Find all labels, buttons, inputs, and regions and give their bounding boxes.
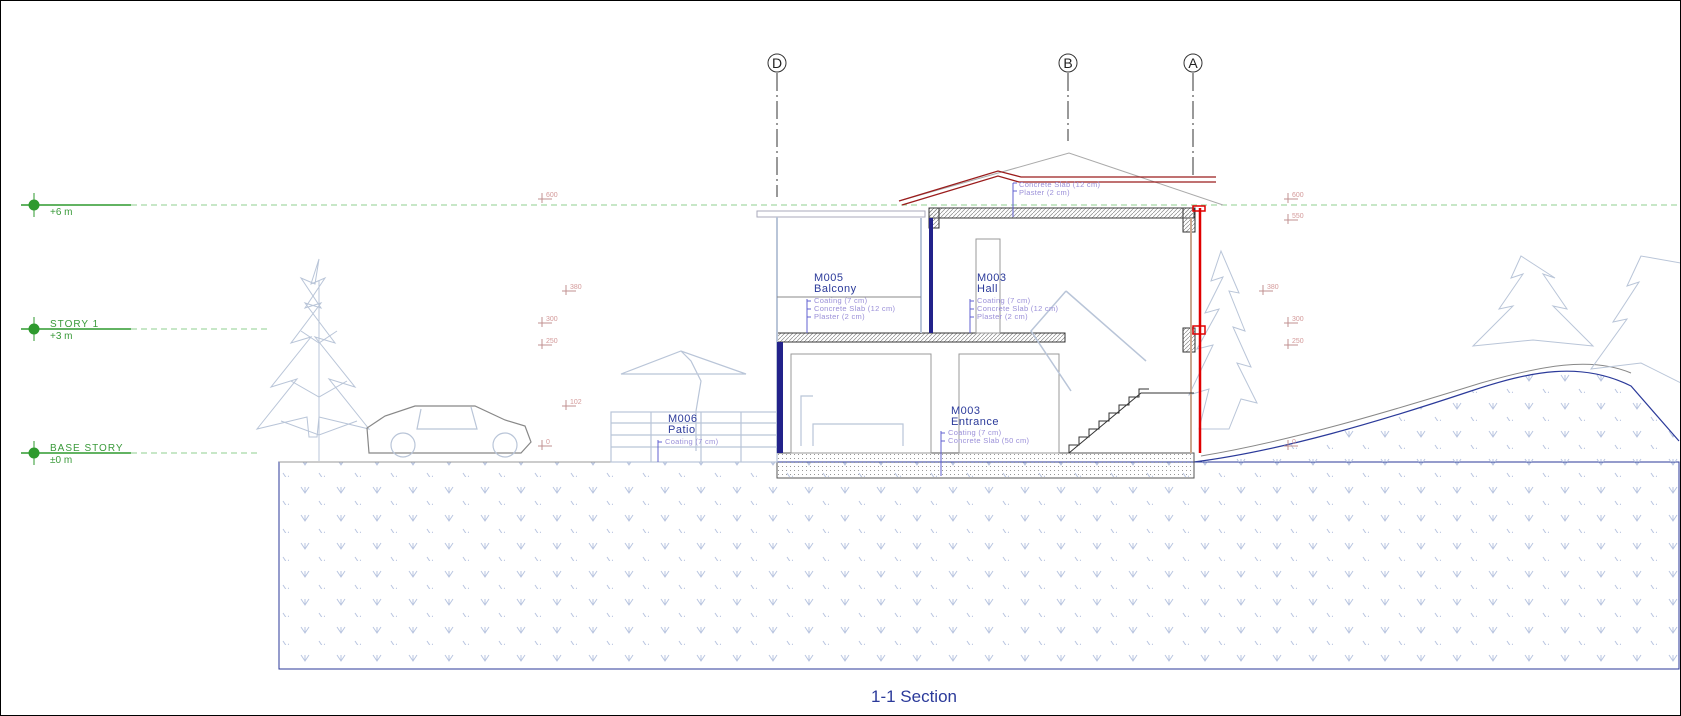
- level-marker-icon: [22, 193, 46, 465]
- umbrella-icon: [620, 350, 747, 451]
- elevation-label: 380: [570, 284, 582, 291]
- grid-axes: [776, 73, 1194, 197]
- room-label-balcony: M005 Balcony Coating (7 cm) Concrete Sla…: [806, 272, 896, 333]
- level-value: +3 m: [50, 331, 73, 342]
- elevation-label: 550: [1292, 213, 1304, 220]
- elevation-label: 600: [1292, 192, 1304, 199]
- grid-label: A: [1188, 55, 1198, 71]
- grid-marker-d: D: [767, 53, 787, 73]
- grid-label: D: [772, 55, 782, 71]
- layer-label: Coating (7 cm): [948, 428, 1002, 437]
- level-value: +6 m: [50, 207, 73, 218]
- elevation-label: 0: [546, 439, 550, 446]
- layer-label: Concrete Slab (50 cm): [948, 436, 1030, 445]
- elevation-markers-left: [538, 193, 576, 450]
- layer-label: Concrete Slab (12 cm): [977, 304, 1059, 313]
- elevation-markers-right: [1259, 193, 1298, 450]
- room-name: Entrance: [951, 416, 999, 428]
- tree-middle-icon: [1188, 249, 1258, 430]
- layer-label: Coating (7 cm): [977, 296, 1031, 305]
- room-number: M006: [668, 413, 698, 425]
- layer-label: Coating (7 cm): [665, 437, 719, 446]
- layer-label: Concrete Slab (12 cm): [814, 304, 896, 313]
- layer-label: Plaster (2 cm): [1019, 188, 1070, 197]
- grid-label: B: [1063, 55, 1072, 71]
- tree-right-icon: [1471, 255, 1680, 384]
- layer-label: Coating (7 cm): [814, 296, 868, 305]
- layer-label: Plaster (2 cm): [814, 312, 865, 321]
- elevation-label: 380: [1267, 284, 1279, 291]
- elevation-label: 250: [1292, 338, 1304, 345]
- level-name: BASE STORY: [50, 443, 124, 454]
- elevation-label: 0: [1292, 439, 1296, 446]
- room-name: Hall: [977, 283, 998, 295]
- room-label-hall: M003 Hall Coating (7 cm) Concrete Slab (…: [969, 272, 1059, 333]
- level-value: ±0 m: [50, 455, 72, 466]
- elevation-label: 300: [1292, 316, 1304, 323]
- elevation-label: 600: [546, 192, 558, 199]
- level-name: STORY 1: [50, 319, 99, 330]
- car-icon: [366, 405, 532, 458]
- house-section: [756, 152, 1224, 454]
- room-number: M003: [977, 272, 1007, 284]
- room-label-patio: M006 Patio Coating (7 cm): [657, 413, 719, 462]
- room-name: Patio: [668, 424, 696, 436]
- elevation-label: 250: [546, 338, 558, 345]
- ground-terrain: [278, 363, 1680, 670]
- layer-label: Concrete Slab (12 cm): [1019, 180, 1101, 189]
- room-number: M003: [951, 405, 981, 417]
- elevation-label: 300: [546, 316, 558, 323]
- room-name: Balcony: [814, 283, 857, 295]
- grid-marker-a: A: [1183, 53, 1203, 73]
- room-number: M005: [814, 272, 844, 284]
- room-label-entrance: M003 Entrance Coating (7 cm) Concrete Sl…: [940, 405, 1030, 476]
- elevation-label: 102: [570, 399, 582, 406]
- layer-label: Plaster (2 cm): [977, 312, 1028, 321]
- roof-layer-tag: Concrete Slab (12 cm) Plaster (2 cm): [1012, 180, 1101, 217]
- tree-left-icon: [255, 258, 371, 461]
- drawing-title: 1-1 Section: [871, 687, 957, 706]
- grid-marker-b: B: [1058, 53, 1078, 73]
